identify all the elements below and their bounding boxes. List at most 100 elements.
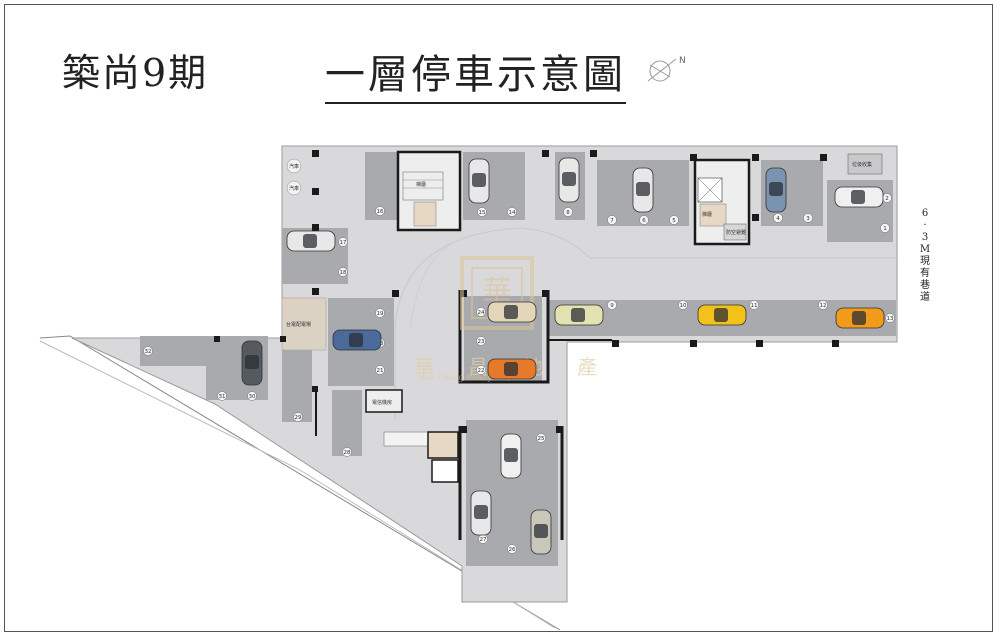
car-windshield: [851, 190, 865, 204]
road-label: 6 · 3 M 現 有 巷 道: [914, 208, 936, 304]
slot-number: 31: [219, 394, 226, 400]
slot-number-badge: [607, 215, 617, 225]
garage-sign-label: 汽車: [289, 163, 299, 170]
drive-aisle-line: [394, 227, 897, 420]
slot-number-badge: [563, 207, 573, 217]
slot-number: 10: [680, 303, 687, 309]
slot-number: 16: [377, 209, 384, 215]
site-boundary: [39, 335, 561, 631]
slot-number-badge: [773, 213, 783, 223]
road-char: 現: [920, 256, 930, 267]
slot-number: 18: [340, 270, 347, 276]
slot-number-badge: [293, 412, 303, 422]
project-name: 築尚9期: [62, 51, 209, 95]
slot-number-badge: [678, 300, 688, 310]
trash-room: [847, 153, 883, 175]
slot-number-badge: [880, 223, 890, 233]
meter-room-label: 電信機房: [372, 399, 392, 406]
slot-number: 7: [610, 218, 614, 224]
garage-sign-label: 汽車: [289, 185, 299, 192]
slot-number-badge: [669, 215, 679, 225]
slot-number: 30: [249, 394, 256, 400]
slot-number: 8: [566, 210, 570, 216]
road-char: 6: [921, 208, 929, 219]
slot-number: 9: [610, 303, 614, 309]
slot-number-badge: [375, 206, 385, 216]
slot-number: 13: [887, 316, 894, 322]
stair-label: 梯廳: [416, 181, 426, 188]
slot-number-badge: [749, 300, 759, 310]
slot-number: 27: [480, 537, 487, 543]
slot-number-badge: [476, 336, 486, 346]
slot-number: 21: [377, 368, 384, 374]
slot-number: 29: [295, 415, 302, 421]
slot-number: 14: [509, 210, 516, 216]
cars: [241, 157, 885, 555]
car-windshield: [245, 355, 259, 369]
car-windshield: [636, 182, 650, 196]
power-room-label: 台電配電場: [286, 321, 311, 328]
slot-number-badge: [247, 391, 257, 401]
slot-number: 23: [478, 339, 485, 345]
road-char: 巷: [920, 280, 930, 291]
car-windshield: [769, 182, 783, 196]
road-char: 有: [920, 268, 930, 279]
car-windshield: [571, 308, 585, 322]
stairwell-a: [396, 150, 462, 232]
car-windshield: [472, 173, 486, 187]
slot-number: 24: [478, 310, 485, 316]
car-windshield: [349, 333, 363, 347]
compass-icon: N: [646, 55, 690, 89]
slot-number-badge: [803, 213, 813, 223]
car-windshield: [714, 308, 728, 322]
power-room: [281, 297, 327, 351]
slot-number: 25: [538, 436, 545, 442]
slot-number: 26: [509, 547, 516, 553]
slot-number: 4: [776, 216, 780, 222]
slot-number: 11: [751, 303, 758, 309]
car-windshield: [852, 311, 866, 325]
slot-number-badge: [476, 365, 486, 375]
slot-number-badge: [477, 207, 487, 217]
slot-number: 1: [883, 226, 887, 232]
car-windshield: [303, 234, 317, 248]
parking-slot-29: [282, 350, 312, 422]
car-windshield: [534, 524, 548, 538]
slot-number: 28: [344, 450, 351, 456]
shelter-label: 防空避難: [726, 229, 746, 236]
slot-number-badge: [476, 307, 486, 317]
slot-number-badge: [143, 346, 153, 356]
car-windshield: [504, 362, 518, 376]
page-title: 一層停車示意圖: [325, 42, 626, 104]
slot-number-badge: [217, 391, 227, 401]
parking-slot-28: [332, 390, 362, 456]
stairwell-b: [693, 158, 751, 246]
trash-room-label: 垃圾收集: [852, 161, 872, 168]
road-char: M: [919, 244, 931, 255]
slot-number: 12: [820, 303, 827, 309]
car-windshield: [474, 505, 488, 519]
slot-number-badge: [342, 447, 352, 457]
slot-number-badge: [507, 544, 517, 554]
slot-number-badge: [375, 308, 385, 318]
slot-number: 2: [885, 196, 889, 202]
road-char: 道: [920, 292, 930, 303]
car-windshield: [504, 305, 518, 319]
page-frame: [4, 4, 993, 632]
slot-number-badge: [375, 365, 385, 375]
drive-aisle-curve: [409, 237, 466, 331]
slot-number: 5: [672, 218, 676, 224]
slot-number-badge: [507, 207, 517, 217]
slot-number-badge: [639, 215, 649, 225]
garage-sign-icon: [286, 180, 302, 196]
car-windshield: [504, 448, 518, 462]
road-char: ·: [923, 220, 927, 231]
car-windshield: [562, 172, 576, 186]
garage-sign-icon: [286, 158, 302, 174]
slot-number: 15: [479, 210, 486, 216]
stairwell-c: [365, 389, 459, 483]
slot-number: 6: [642, 218, 646, 224]
slot-number: 17: [340, 240, 347, 246]
slot-number-badge: [536, 433, 546, 443]
